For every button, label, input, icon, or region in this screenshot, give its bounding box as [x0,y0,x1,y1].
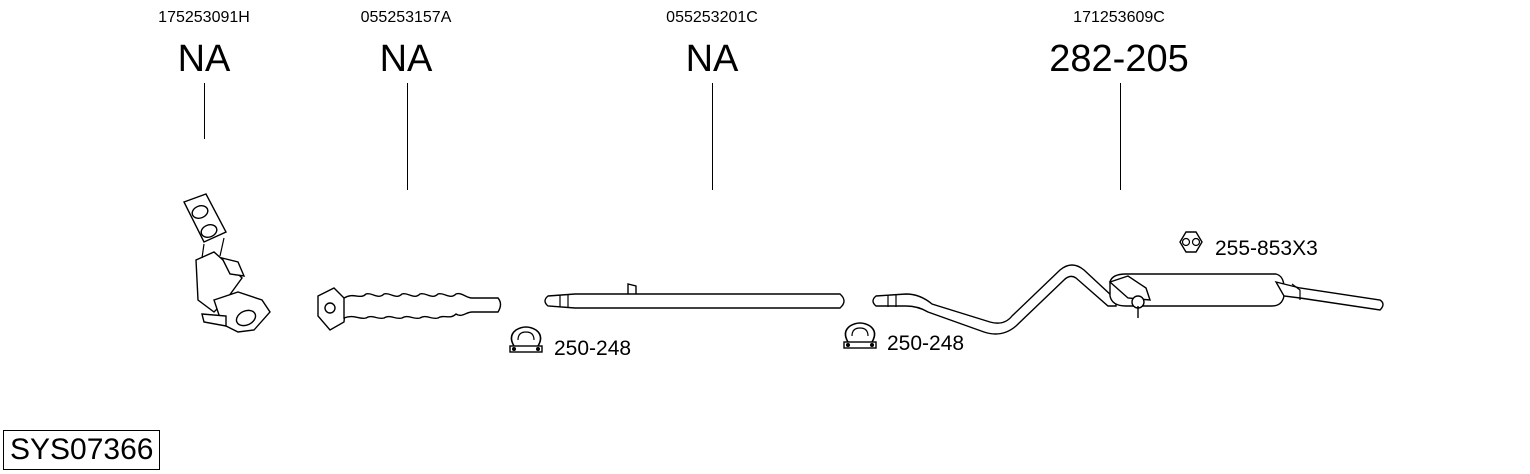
system-code-box: SYS07366 [3,430,161,470]
front-pipe-icon[interactable] [317,287,502,331]
catalytic-converter-icon[interactable] [183,193,271,333]
clamp-icon[interactable] [509,326,543,353]
part-number-2[interactable]: NA [379,38,433,80]
leader-line-2 [407,83,408,190]
part-oem-code-1: 175253091H [158,9,250,26]
middle-pipe-icon[interactable] [544,283,845,309]
part-oem-code-3: 055253201C [666,9,758,26]
rubber-mount-label[interactable]: 255-853X3 [1215,237,1318,260]
part-number-1[interactable]: NA [177,38,231,80]
part-oem-code-2: 055253157A [360,9,452,26]
leader-line-4 [1120,83,1121,190]
leader-line-1 [204,83,205,139]
rear-silencer-icon[interactable] [872,264,1384,335]
clamp-label-2[interactable]: 250-248 [887,332,965,355]
system-code: SYS07366 [10,433,154,466]
clamp-label-1[interactable]: 250-248 [554,337,632,360]
rubber-mount-icon[interactable] [1179,231,1203,253]
part-number-4[interactable]: 282-205 [1049,38,1189,80]
clamp-icon[interactable] [843,322,877,349]
part-oem-code-4: 171253609C [1073,9,1165,26]
part-number-3[interactable]: NA [685,38,739,80]
leader-line-3 [712,83,713,190]
